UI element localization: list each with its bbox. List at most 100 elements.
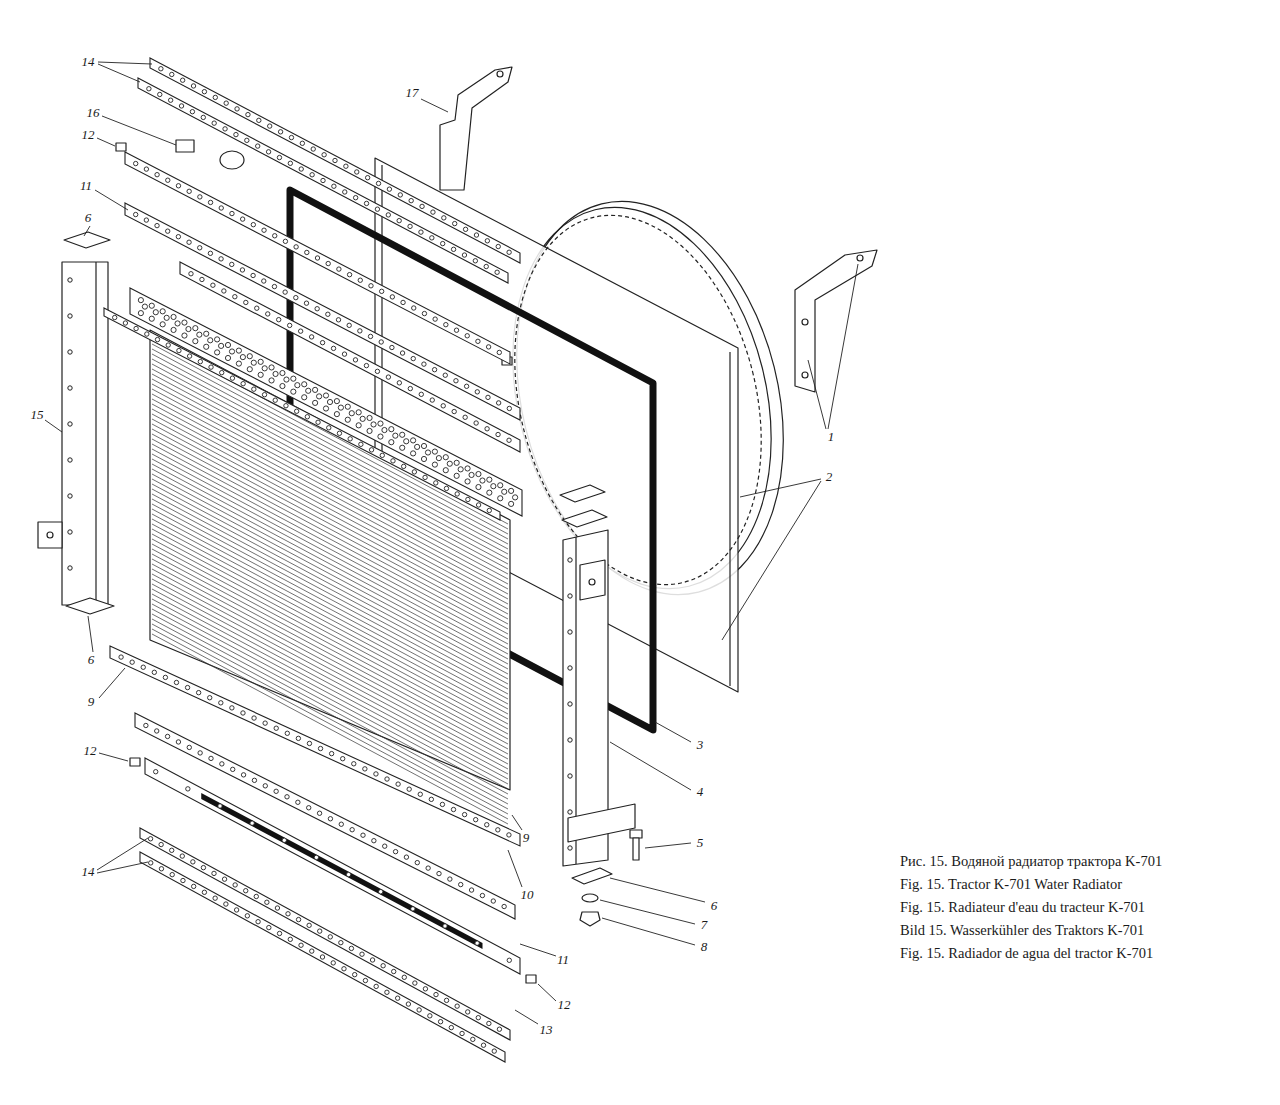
rivet-hole xyxy=(447,461,452,466)
rivet-hole xyxy=(198,246,202,250)
core-fin xyxy=(152,494,508,684)
rivet-hole xyxy=(448,877,452,881)
rivet-hole xyxy=(443,924,447,928)
callout-number: 6 xyxy=(84,211,93,225)
rivet-hole xyxy=(471,1037,475,1041)
rivet-hole xyxy=(404,855,408,859)
rivet-hole xyxy=(288,161,292,165)
rivet-hole xyxy=(396,782,400,786)
rivet-hole xyxy=(236,348,241,353)
rivet-hole xyxy=(300,141,304,145)
rivet-hole xyxy=(309,335,313,339)
core-fin xyxy=(152,479,508,669)
rivet-hole xyxy=(338,405,343,410)
rivet-hole xyxy=(462,253,466,257)
rivet-hole xyxy=(421,443,426,448)
rivet-hole xyxy=(422,362,426,366)
rivet-hole xyxy=(241,381,245,385)
rivet-hole xyxy=(220,370,224,374)
rivet-hole xyxy=(378,434,383,439)
callout-number: 11 xyxy=(79,179,93,193)
rivet-hole xyxy=(283,290,287,294)
rivet-hole xyxy=(193,326,198,331)
tube-plate xyxy=(140,852,505,1062)
rivet-hole xyxy=(496,401,500,405)
rivet-hole xyxy=(376,181,380,185)
bracket xyxy=(795,250,877,392)
rivet-hole xyxy=(463,415,467,419)
rivet-hole xyxy=(486,345,490,349)
rivet-hole xyxy=(155,337,159,341)
rivet-hole xyxy=(393,849,397,853)
rivet-hole xyxy=(400,432,405,437)
filler-neck xyxy=(176,140,194,152)
rivet-hole xyxy=(250,821,254,825)
fan-ring xyxy=(478,189,798,611)
rivet-hole xyxy=(247,354,252,359)
callout-number: 14 xyxy=(81,55,96,69)
rivet-hole xyxy=(451,807,455,811)
rivet-hole xyxy=(233,883,237,887)
rivet-hole xyxy=(353,196,357,200)
post-hole xyxy=(568,702,572,706)
rivet-hole xyxy=(411,451,416,456)
rivet-hole xyxy=(295,383,300,388)
rivet-hole xyxy=(223,127,227,131)
rivet-hole xyxy=(299,167,303,171)
callout-number: 4 xyxy=(696,785,705,799)
rivet-hole xyxy=(231,767,235,771)
rivet-hole xyxy=(285,795,289,799)
rivet-hole xyxy=(215,337,220,342)
rivet-hole xyxy=(155,729,159,733)
rivet-hole xyxy=(304,301,308,305)
rivet-hole xyxy=(380,453,384,457)
rivet-hole xyxy=(258,359,263,364)
post-hole xyxy=(68,494,72,498)
rivet-hole xyxy=(328,817,332,821)
rivet-hole xyxy=(507,438,511,442)
rivet-hole xyxy=(347,272,351,276)
core-fin xyxy=(152,554,508,744)
rivet-hole xyxy=(313,387,318,392)
rivet-hole xyxy=(370,958,374,962)
rivet-hole xyxy=(262,393,266,397)
rivet-hole xyxy=(262,228,266,232)
rivet-hole xyxy=(507,833,511,837)
rivet-hole xyxy=(474,233,478,237)
rivet-hole xyxy=(421,456,426,461)
rivet-hole xyxy=(266,312,270,316)
rivet-hole xyxy=(342,967,346,971)
rivet-hole xyxy=(385,777,389,781)
core-fin xyxy=(152,614,508,804)
rivet-hole xyxy=(455,492,459,496)
rivet-hole xyxy=(484,264,488,268)
rivet-hole xyxy=(241,711,245,715)
rivet-hole xyxy=(170,72,174,76)
rivet-hole xyxy=(277,317,281,321)
rivet-hole xyxy=(460,1031,464,1035)
rivet-hole xyxy=(302,395,307,400)
rivet-hole xyxy=(185,685,189,689)
plate xyxy=(562,510,607,527)
rivet-hole xyxy=(296,800,300,804)
callout-number: 12 xyxy=(83,744,98,758)
rivet-hole xyxy=(419,392,423,396)
rivet-hole xyxy=(361,833,365,837)
rivet-hole xyxy=(310,949,314,953)
rivet-hole xyxy=(463,227,467,231)
bolt-hole xyxy=(802,319,808,325)
rivet-hole xyxy=(353,358,357,362)
rivet-hole xyxy=(397,218,401,222)
rivet-hole xyxy=(426,866,430,870)
plate-outline xyxy=(135,713,515,919)
rivet-hole xyxy=(307,806,311,810)
rivet-hole xyxy=(404,439,409,444)
rivet-hole xyxy=(509,501,514,506)
rivet-hole xyxy=(182,333,187,338)
rivet-hole xyxy=(284,404,288,408)
rivet-hole xyxy=(220,762,224,766)
figure-caption: Bild 15. Wasserkühler des Traktors K-701 xyxy=(900,921,1202,939)
rivet-hole xyxy=(321,178,325,182)
rivet-hole xyxy=(176,740,180,744)
rivet-hole xyxy=(317,811,321,815)
